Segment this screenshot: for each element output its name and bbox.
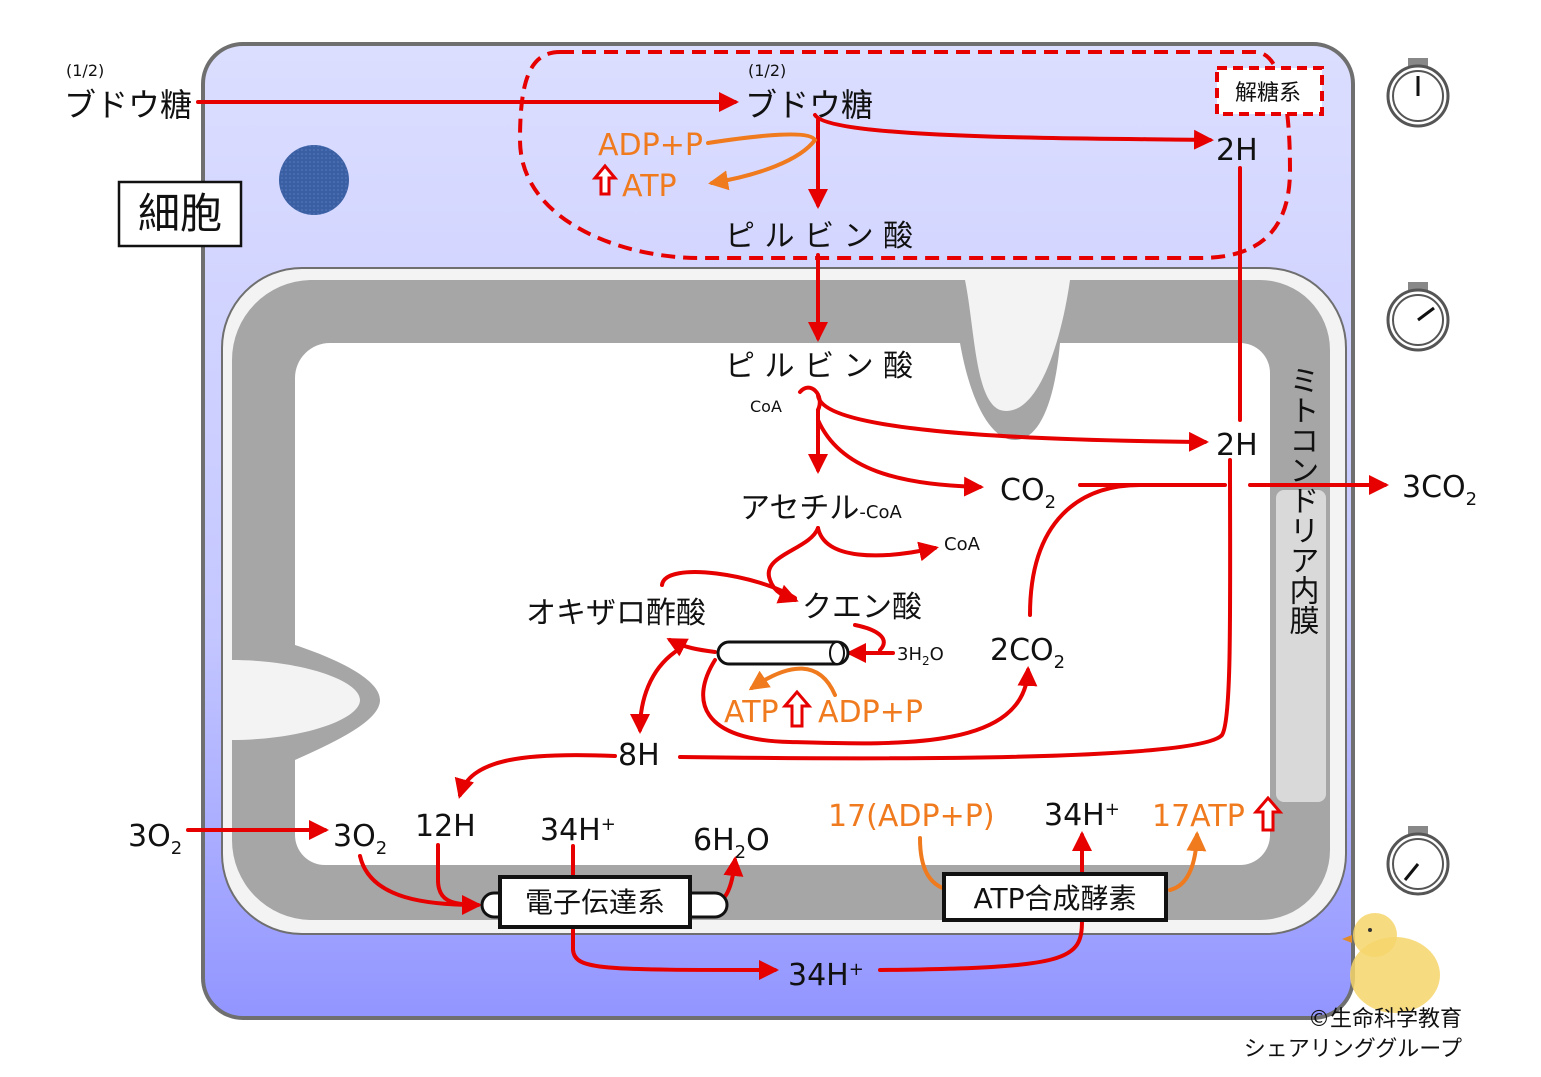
oxaloacetate: オキザロ酢酸	[526, 596, 706, 631]
pyruvate-cytosol: ピ ル ビ ン 酸	[725, 219, 913, 254]
adp-p-cycle: ADP+P	[818, 695, 923, 730]
arrow-adp-atp-glyco	[706, 132, 818, 191]
co2-out: 3CO2	[1402, 470, 1477, 510]
arrow-to-8h	[630, 650, 677, 734]
arrow-12h-etc	[436, 843, 480, 907]
co2-2: 2CO2	[990, 633, 1065, 673]
h12: 12H	[415, 809, 476, 844]
glycolysis-label: 解糖系	[1235, 81, 1301, 106]
arrow-glucose-2h	[813, 113, 1214, 150]
etc-label: 電子伝達系	[525, 886, 665, 919]
glucose-ratio-outside: (1/2)	[66, 61, 104, 80]
arrow-acetyl-coa	[816, 526, 939, 562]
chick-illustration	[1342, 913, 1440, 1013]
coa-in: CoA	[750, 397, 782, 416]
cell-label: 細胞	[138, 189, 222, 238]
proton-ims: 34H+	[788, 958, 864, 993]
inner-membrane-label-box	[1276, 490, 1326, 802]
credit-line1: ©生命科学教育	[1308, 1007, 1462, 1032]
glycolysis-label-box	[1215, 66, 1324, 116]
proton-matrix: 34H+	[540, 813, 616, 848]
up-arrow-icon	[781, 689, 813, 728]
water-in: 3H2O	[897, 644, 944, 668]
arrow-pyruvate-2h	[816, 393, 1209, 452]
arrow-synthase-atp	[1168, 831, 1207, 892]
arrow-8h-12h	[454, 753, 617, 799]
mito-matrix	[295, 343, 1270, 865]
crista-left	[224, 688, 330, 716]
adp-p-glycolysis: ADP+P	[598, 128, 703, 163]
cell-label-box	[117, 180, 243, 248]
etc-complex	[480, 875, 729, 929]
atp-glycolysis: ATP	[622, 169, 677, 204]
glucose-ratio-cell: (1/2)	[748, 61, 786, 80]
glucose-cell: ブドウ糖	[745, 86, 873, 124]
up-arrow-icon	[591, 163, 619, 196]
inner-membrane-label: ミトコンドリア内膜	[1284, 365, 1320, 635]
stopwatch-icon	[1386, 826, 1450, 896]
arrow-cycle-2co2	[701, 658, 1038, 746]
co2-mito: CO2	[1000, 473, 1056, 513]
nucleus	[279, 145, 349, 215]
h8: 8H	[618, 738, 660, 773]
crista-top	[1000, 278, 1030, 360]
proton-synthase: 34H+	[1044, 798, 1120, 833]
tca-cylinder	[716, 640, 850, 666]
h2-glycolysis: 2H	[1216, 133, 1258, 168]
h2-mito: 2H	[1216, 428, 1258, 463]
arrow-pyruvate-co2	[816, 418, 984, 497]
arrow-ims-synthase	[878, 918, 1084, 972]
citrate: クエン酸	[802, 590, 922, 625]
water-out: 6H2O	[693, 823, 770, 863]
acetyl-coa: アセチル-CoA	[740, 491, 902, 526]
stopwatch-icon	[1386, 282, 1450, 352]
adp-p-synthase: 17(ADP+P)	[828, 799, 995, 834]
coa-out: CoA	[944, 534, 981, 555]
o2-outside: 3O2	[128, 819, 182, 859]
atp-synthase-label: ATP合成酵素	[974, 882, 1137, 915]
stopwatch-icon	[1386, 58, 1450, 128]
atp-synthase-box	[942, 872, 1168, 922]
arrow-2co2-up	[1028, 483, 1142, 617]
atp-synthase-output: 17ATP	[1152, 799, 1245, 834]
pyruvate-mito: ピ ル ビ ン 酸	[725, 349, 913, 384]
arrow-2h-to-8h	[678, 458, 1233, 761]
o2-mito: 3O2	[333, 819, 387, 859]
arrow-citrate-down	[853, 623, 886, 652]
arrow-etc-ims	[571, 920, 779, 980]
credit-line2: シェアリンググループ	[1244, 1037, 1462, 1062]
arrow-oxalo-citrate	[660, 570, 797, 600]
up-arrow-icon	[1252, 795, 1284, 832]
arrow-coa-in	[798, 385, 822, 412]
arrow-adp-atp-cycle	[748, 666, 837, 697]
glycolysis-region	[517, 50, 1293, 260]
arrow-acetyl-citrate	[766, 526, 820, 604]
atp-cycle: ATP	[724, 695, 779, 730]
arrow-to-oxalo	[666, 638, 717, 657]
glucose-outside: ブドウ糖	[64, 86, 192, 124]
